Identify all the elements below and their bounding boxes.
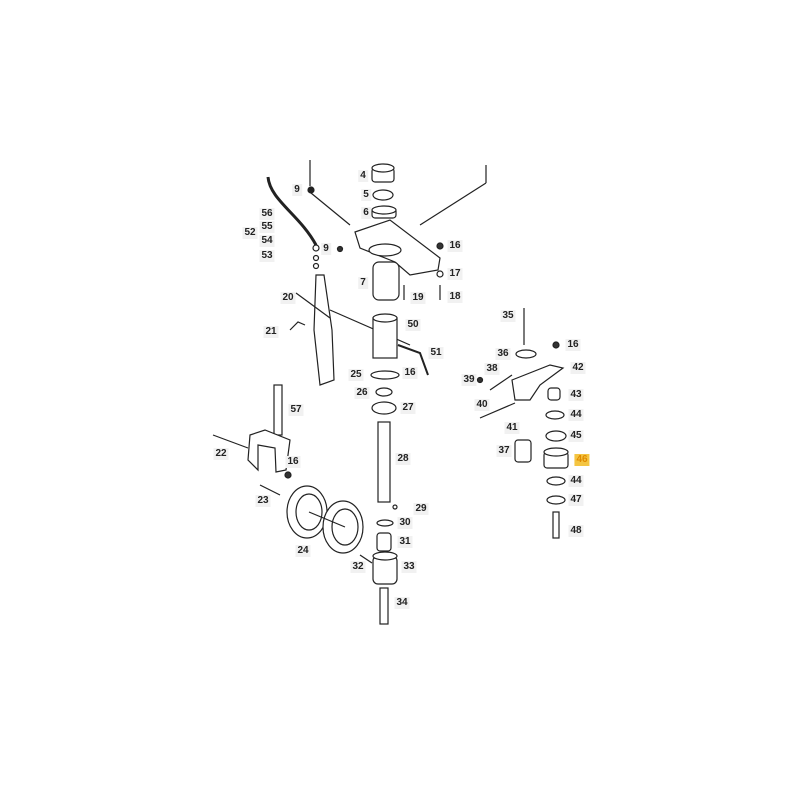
callout-label-53[interactable]: 53	[259, 250, 275, 262]
callout-label-44[interactable]: 44	[568, 475, 584, 487]
callout-label-40[interactable]: 40	[474, 399, 490, 411]
part-37-spacer	[514, 439, 532, 463]
callout-label-34[interactable]: 34	[394, 597, 410, 609]
callout-label-43[interactable]: 43	[568, 389, 584, 401]
part-48-bolt	[552, 511, 560, 539]
callout-label-46[interactable]: 46	[574, 454, 590, 466]
part-25-ring	[370, 370, 400, 380]
callout-label-39[interactable]: 39	[461, 374, 477, 386]
part-43-bushing	[547, 387, 561, 401]
callout-label-17[interactable]: 17	[447, 268, 463, 280]
callout-label-55[interactable]: 55	[259, 221, 275, 233]
wheel-fork	[247, 429, 291, 473]
callout-label-24[interactable]: 24	[295, 545, 311, 557]
callout-label-16[interactable]: 16	[447, 240, 463, 252]
part-50-sleeve	[372, 313, 398, 359]
part-26-ring	[375, 387, 393, 397]
part-6-bearing	[371, 205, 397, 219]
callout-label-54[interactable]: 54	[259, 235, 275, 247]
part-34-link	[379, 587, 389, 625]
callout-label-16[interactable]: 16	[565, 339, 581, 351]
callout-label-29[interactable]: 29	[413, 503, 429, 515]
part-5-ring	[372, 189, 394, 201]
callout-label-30[interactable]: 30	[397, 517, 413, 529]
part-42-bracket	[511, 364, 565, 401]
part-31-spring	[376, 532, 392, 552]
callout-label-51[interactable]: 51	[428, 347, 444, 359]
callout-label-32[interactable]: 32	[350, 561, 366, 573]
callout-label-16[interactable]: 16	[285, 456, 301, 468]
callout-label-50[interactable]: 50	[405, 319, 421, 331]
callout-label-38[interactable]: 38	[484, 363, 500, 375]
callout-label-21[interactable]: 21	[263, 326, 279, 338]
part-44-ring	[545, 410, 565, 420]
part-47-washer	[546, 495, 566, 505]
part-27-bearing	[371, 401, 397, 415]
callout-label-41[interactable]: 41	[504, 422, 520, 434]
part-24-wheels	[286, 485, 364, 554]
callout-label-4[interactable]: 4	[358, 170, 368, 182]
callout-label-56[interactable]: 56	[259, 208, 275, 220]
callout-label-23[interactable]: 23	[255, 495, 271, 507]
callout-label-47[interactable]: 47	[568, 494, 584, 506]
part-45-bearing	[545, 430, 567, 442]
part-46-bushing	[543, 447, 569, 469]
lever-arm	[313, 274, 335, 386]
callout-label-28[interactable]: 28	[395, 453, 411, 465]
part-4-bushing	[371, 163, 395, 183]
callout-label-26[interactable]: 26	[354, 387, 370, 399]
callout-label-44[interactable]: 44	[568, 409, 584, 421]
callout-label-36[interactable]: 36	[495, 348, 511, 360]
part-44-ring-lower	[546, 476, 566, 486]
part-7-column	[368, 243, 402, 301]
callout-label-18[interactable]: 18	[447, 291, 463, 303]
callout-label-33[interactable]: 33	[401, 561, 417, 573]
callout-label-42[interactable]: 42	[570, 362, 586, 374]
part-57-post	[273, 384, 283, 436]
callout-label-31[interactable]: 31	[397, 536, 413, 548]
callout-label-9[interactable]: 9	[321, 243, 331, 255]
callout-label-19[interactable]: 19	[410, 292, 426, 304]
part-28-shaft	[377, 421, 391, 503]
callout-label-35[interactable]: 35	[500, 310, 516, 322]
callout-label-48[interactable]: 48	[568, 525, 584, 537]
callout-label-27[interactable]: 27	[400, 402, 416, 414]
hose	[266, 176, 318, 246]
callout-label-25[interactable]: 25	[348, 369, 364, 381]
part-36-washer	[515, 349, 537, 359]
callout-label-6[interactable]: 6	[361, 207, 371, 219]
callout-label-52[interactable]: 52	[242, 227, 258, 239]
callout-label-7[interactable]: 7	[358, 277, 368, 289]
callout-label-57[interactable]: 57	[288, 404, 304, 416]
callout-label-45[interactable]: 45	[568, 430, 584, 442]
callout-label-16[interactable]: 16	[402, 367, 418, 379]
callout-label-37[interactable]: 37	[496, 445, 512, 457]
part-30-washer	[376, 519, 394, 527]
callout-label-5[interactable]: 5	[361, 189, 371, 201]
callout-label-20[interactable]: 20	[280, 292, 296, 304]
callout-label-22[interactable]: 22	[213, 448, 229, 460]
callout-label-9[interactable]: 9	[292, 184, 302, 196]
